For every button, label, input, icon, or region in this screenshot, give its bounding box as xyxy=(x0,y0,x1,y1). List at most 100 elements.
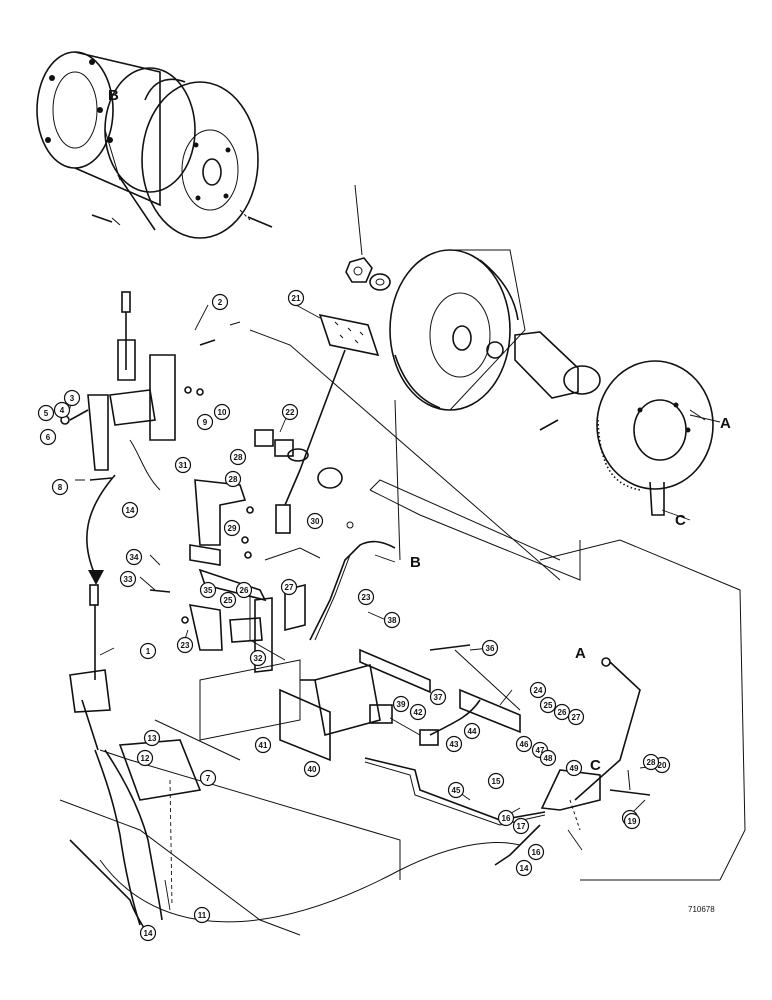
callout-circle xyxy=(642,753,660,771)
callout-circle xyxy=(121,501,139,519)
callout-c5: 5 xyxy=(37,404,55,422)
callout-circle xyxy=(229,448,247,466)
callout-circle xyxy=(213,403,231,421)
callout-c45: 45 xyxy=(447,781,465,799)
callout-number: 49 xyxy=(570,764,579,773)
letter-b-mid: B xyxy=(410,554,421,571)
callout-c14a: 14 xyxy=(121,501,139,519)
callout-c44: 44 xyxy=(463,722,481,740)
callout-number: 32 xyxy=(254,654,263,663)
callout-circle xyxy=(487,772,505,790)
callout-circle xyxy=(497,809,515,827)
callout-number: 16 xyxy=(532,848,541,857)
callout-number: 3 xyxy=(70,394,75,403)
callout-circle xyxy=(224,470,242,488)
callout-circle xyxy=(199,769,217,787)
callout-number: 13 xyxy=(148,734,157,743)
callout-c39: 39 xyxy=(392,695,410,713)
callout-c30: 30 xyxy=(306,512,324,530)
callout-number: 25 xyxy=(224,596,233,605)
callout-c40: 40 xyxy=(303,760,321,778)
callout-circle xyxy=(567,708,585,726)
callout-circle xyxy=(249,649,267,667)
callout-circle xyxy=(125,548,143,566)
callout-number: 23 xyxy=(181,641,190,650)
callout-number: 27 xyxy=(572,713,581,722)
letter-b-top: B xyxy=(108,87,119,104)
callout-circle xyxy=(199,581,217,599)
drawing-number: 710678 xyxy=(688,905,715,914)
letter-a-top: A xyxy=(720,415,731,432)
callout-circle xyxy=(235,581,253,599)
callout-circle xyxy=(139,642,157,660)
callout-number: 14 xyxy=(144,929,153,938)
callout-circle xyxy=(512,817,530,835)
callout-c8: 8 xyxy=(51,478,69,496)
callout-circle xyxy=(623,812,641,830)
callout-number: 28 xyxy=(229,475,238,484)
callout-number: 28 xyxy=(234,453,243,462)
callout-number: 7 xyxy=(206,774,211,783)
callout-number: 16 xyxy=(502,814,511,823)
callout-number: 31 xyxy=(179,461,188,470)
callout-number: 8 xyxy=(58,483,63,492)
letter-a-bottom: A xyxy=(575,645,586,662)
callout-circle xyxy=(51,478,69,496)
callout-c10: 10 xyxy=(213,403,231,421)
callout-c14c: 14 xyxy=(515,859,533,877)
callout-number: 12 xyxy=(141,754,150,763)
callout-circle xyxy=(211,293,229,311)
callout-c28a: 28 xyxy=(229,448,247,466)
callout-circle xyxy=(139,924,157,942)
callout-circle xyxy=(409,703,427,721)
callout-c25b: 25 xyxy=(219,591,237,609)
callout-c35: 35 xyxy=(199,581,217,599)
callout-c4: 4 xyxy=(53,401,71,419)
callout-circle xyxy=(357,588,375,606)
master-cylinder-and-lines xyxy=(300,540,651,866)
callout-circle xyxy=(429,688,447,706)
callout-number: 23 xyxy=(362,593,371,602)
callout-number: 20 xyxy=(658,761,667,770)
callout-layer: 1234567891011121314141415161617181920212… xyxy=(37,289,671,942)
callout-circle xyxy=(119,570,137,588)
callout-circle xyxy=(481,639,499,657)
callout-circle xyxy=(37,404,55,422)
linkage-brackets xyxy=(149,479,306,673)
callout-number: 46 xyxy=(520,740,529,749)
callout-c15: 15 xyxy=(487,772,505,790)
callout-number: 2 xyxy=(218,298,223,307)
callout-number: 14 xyxy=(520,864,529,873)
callout-c28b: 28 xyxy=(224,470,242,488)
callout-c38: 38 xyxy=(383,611,401,629)
callout-number: 35 xyxy=(204,586,213,595)
callout-circle xyxy=(53,401,71,419)
callout-number: 38 xyxy=(388,616,397,625)
callout-c16b: 16 xyxy=(527,843,545,861)
callout-number: 27 xyxy=(285,583,294,592)
callout-number: 22 xyxy=(286,408,295,417)
nut-and-washer xyxy=(345,184,391,291)
callout-circle xyxy=(287,289,305,307)
callout-circle xyxy=(515,859,533,877)
callout-circle xyxy=(463,722,481,740)
callout-number: 39 xyxy=(397,700,406,709)
callout-c12: 12 xyxy=(136,749,154,767)
callout-number: 6 xyxy=(46,433,51,442)
callout-c49: 49 xyxy=(565,759,583,777)
callout-c11: 11 xyxy=(193,906,211,924)
callout-c13: 13 xyxy=(143,729,161,747)
parking-brake-lever-lower xyxy=(69,584,111,751)
callout-number: 44 xyxy=(468,727,477,736)
callout-number: 41 xyxy=(259,741,268,750)
callout-circle xyxy=(176,636,194,654)
callout-c31: 31 xyxy=(174,456,192,474)
callout-number: 1 xyxy=(146,647,151,656)
callout-c2: 2 xyxy=(211,293,229,311)
callout-number: 37 xyxy=(434,693,443,702)
callout-number: 43 xyxy=(450,740,459,749)
callout-c48: 48 xyxy=(539,749,557,767)
callout-circle xyxy=(280,578,298,596)
callout-number: 14 xyxy=(126,506,135,515)
callout-c36: 36 xyxy=(481,639,499,657)
